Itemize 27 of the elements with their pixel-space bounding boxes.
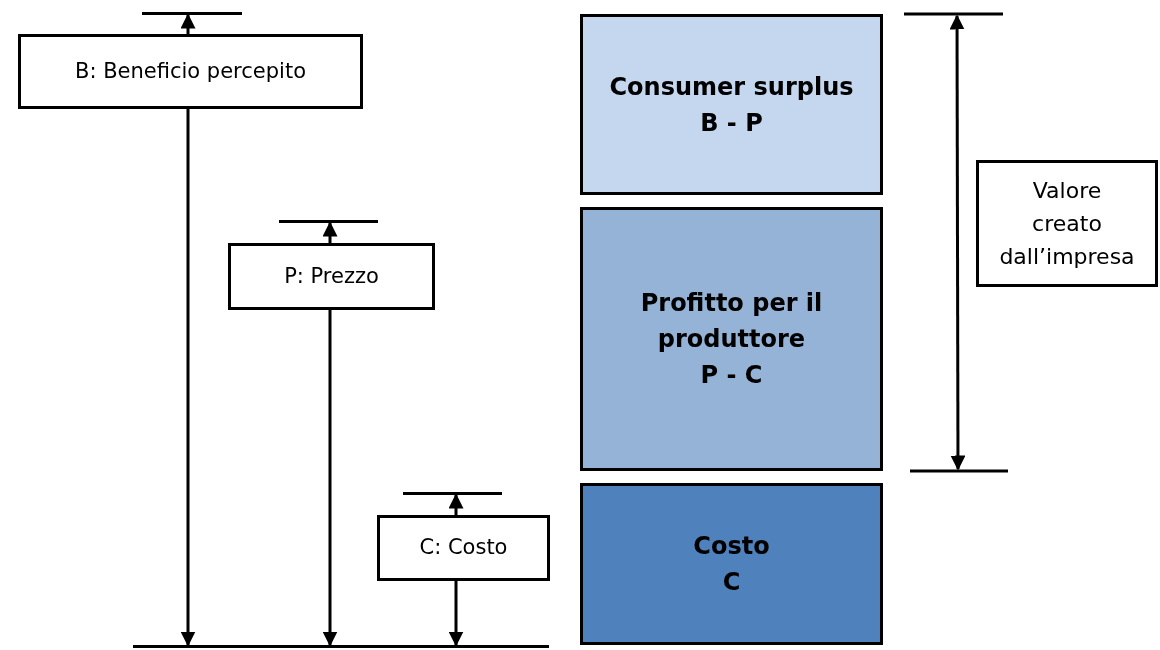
arrow [322,221,338,243]
box-label: Consumer surplus [608,71,855,103]
level-bar [279,220,378,223]
level-bar [403,492,502,495]
label-box [377,515,550,581]
arrow [180,13,196,34]
arrow [322,310,338,647]
box-label: Costo [692,531,771,562]
stacked-bar-segment [580,483,883,645]
label-box [18,34,363,109]
label-box [976,160,1158,287]
box-label: Valore creato dall’impresa [998,177,1136,271]
formula-label: P - C [699,360,764,391]
level-bar [142,12,242,15]
label-box [228,243,435,310]
formula-label: B - P [699,107,764,139]
arrow [448,493,464,515]
arrow [180,109,196,647]
box-label: C: Costo [418,534,509,562]
stacked-bar-segment [580,207,883,471]
box-label: Profitto per il produttore [639,288,824,355]
box-label: B: Beneficio percepito [74,57,307,85]
formula-label: C [721,567,742,598]
baseline-bar [133,645,549,648]
stacked-bar-segment [580,14,883,195]
arrow [448,581,464,647]
box-label: P: Prezzo [283,262,380,290]
